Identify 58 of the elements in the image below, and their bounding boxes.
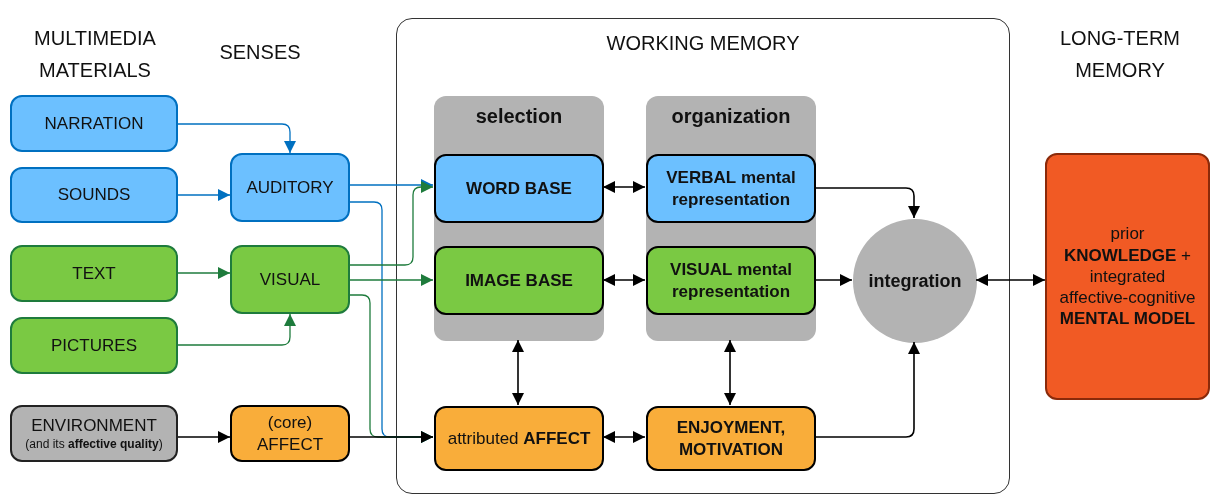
- node-label: PICTURES: [50, 334, 138, 357]
- arrow: [177, 431, 231, 443]
- arrow: [177, 189, 231, 201]
- arrow: [177, 123, 296, 154]
- node-note: (and its affective quality): [25, 436, 163, 452]
- node-label: VERBAL mental representation: [665, 167, 797, 210]
- column-heading: MULTIMEDIA MATERIALS: [33, 26, 157, 83]
- arrow: [349, 181, 434, 266]
- process-box: [230, 245, 350, 314]
- memory-region: [396, 18, 1010, 494]
- stage-panel: [646, 96, 816, 341]
- process-box: [230, 405, 350, 462]
- arrow: [512, 339, 524, 406]
- arrow: [602, 274, 646, 286]
- stage-panel: [434, 96, 604, 341]
- process-box: [434, 246, 604, 315]
- process-box: [10, 95, 178, 152]
- node-label: ENVIRONMENT: [30, 415, 158, 437]
- node-label: ENJOYMENT, MOTIVATION: [675, 417, 787, 460]
- arrow: [602, 431, 646, 443]
- arrow: [349, 431, 434, 443]
- process-box: [434, 406, 604, 471]
- process-box: [10, 167, 178, 223]
- node-label: prior KNOWLEDGE + integrated affective-cognitive MENTAL MODEL: [1058, 223, 1197, 330]
- process-box: [230, 153, 350, 222]
- process-box: [646, 406, 816, 471]
- arrow: [177, 267, 231, 279]
- process-box: [10, 317, 178, 374]
- node-label: VISUAL mental representation: [669, 259, 793, 302]
- arrow: [814, 341, 920, 438]
- node-label: VISUAL: [258, 268, 322, 291]
- process-box: [434, 154, 604, 223]
- arrow: [724, 339, 736, 406]
- node-label: organization: [670, 104, 792, 129]
- node-label: selection: [474, 104, 564, 129]
- memory-box: [1045, 153, 1210, 400]
- process-box: [10, 245, 178, 302]
- process-box: [646, 246, 816, 315]
- node-label: NARRATION: [43, 112, 145, 135]
- node-label: (core) AFFECT: [255, 412, 325, 455]
- arrow: [814, 187, 920, 219]
- process-box: [10, 405, 178, 462]
- node-label: WORKING MEMORY: [605, 31, 801, 56]
- arrow: [814, 274, 853, 286]
- node-label: attributed AFFECT: [446, 427, 592, 450]
- node-label: SOUNDS: [56, 184, 132, 206]
- node-label: integration: [867, 269, 963, 293]
- column-heading: SENSES: [218, 40, 302, 65]
- arrow: [602, 181, 646, 193]
- node-label: TEXT: [71, 262, 117, 285]
- arrow: [349, 274, 434, 286]
- node-label: WORD BASE: [465, 177, 573, 200]
- arrow: [177, 313, 296, 346]
- node-label: AUDITORY: [245, 176, 335, 199]
- process-box: [646, 154, 816, 223]
- node-label: IMAGE BASE: [464, 269, 574, 292]
- column-heading: LONG-TERM MEMORY: [1059, 26, 1181, 83]
- arrow: [975, 274, 1046, 286]
